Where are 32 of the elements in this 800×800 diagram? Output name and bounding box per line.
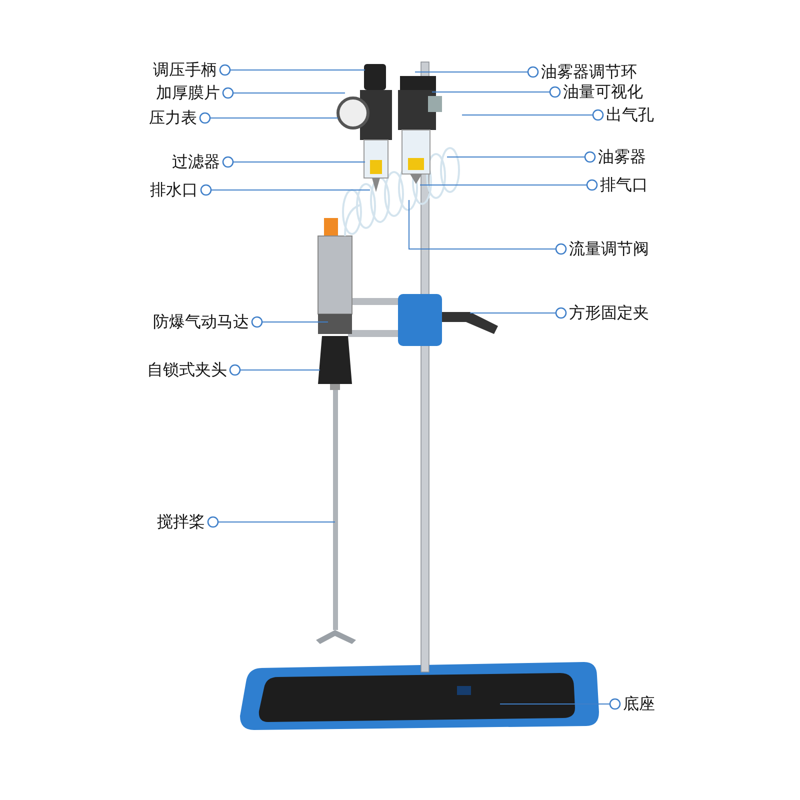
- part-label: 出气孔: [606, 105, 654, 125]
- leader-line: [229, 364, 320, 376]
- leader-line: [420, 179, 598, 191]
- leader-line: [251, 316, 328, 328]
- leader-line: [222, 156, 366, 168]
- leader-line: [207, 516, 336, 528]
- part-label: 油雾器调节环: [541, 62, 637, 82]
- leader-line: [432, 86, 561, 98]
- part-label: 流量调节阀: [569, 239, 649, 259]
- leader-line: [408, 200, 567, 255]
- part-label: 加厚膜片: [156, 83, 220, 103]
- part-label: 油雾器: [598, 147, 646, 167]
- leader-line: [199, 112, 338, 124]
- leader-line: [470, 307, 567, 319]
- part-label: 搅拌桨: [157, 512, 205, 532]
- part-label: 方形固定夹: [569, 303, 649, 323]
- part-label: 防爆气动马达: [153, 312, 249, 332]
- part-label: 底座: [623, 694, 655, 714]
- leader-line: [462, 109, 604, 121]
- leader-line: [222, 87, 346, 99]
- part-label: 油量可视化: [563, 82, 643, 102]
- leader-line: [414, 66, 539, 78]
- part-label: 排气口: [600, 175, 648, 195]
- part-label: 过滤器: [172, 152, 220, 172]
- part-label: 自锁式夹头: [147, 360, 227, 380]
- part-label: 压力表: [149, 108, 197, 128]
- part-label: 调压手柄: [153, 60, 217, 80]
- leader-line: [446, 151, 596, 163]
- leader-line: [500, 698, 621, 710]
- leader-line: [219, 64, 366, 76]
- part-label: 排水口: [150, 180, 198, 200]
- leader-line: [200, 184, 370, 196]
